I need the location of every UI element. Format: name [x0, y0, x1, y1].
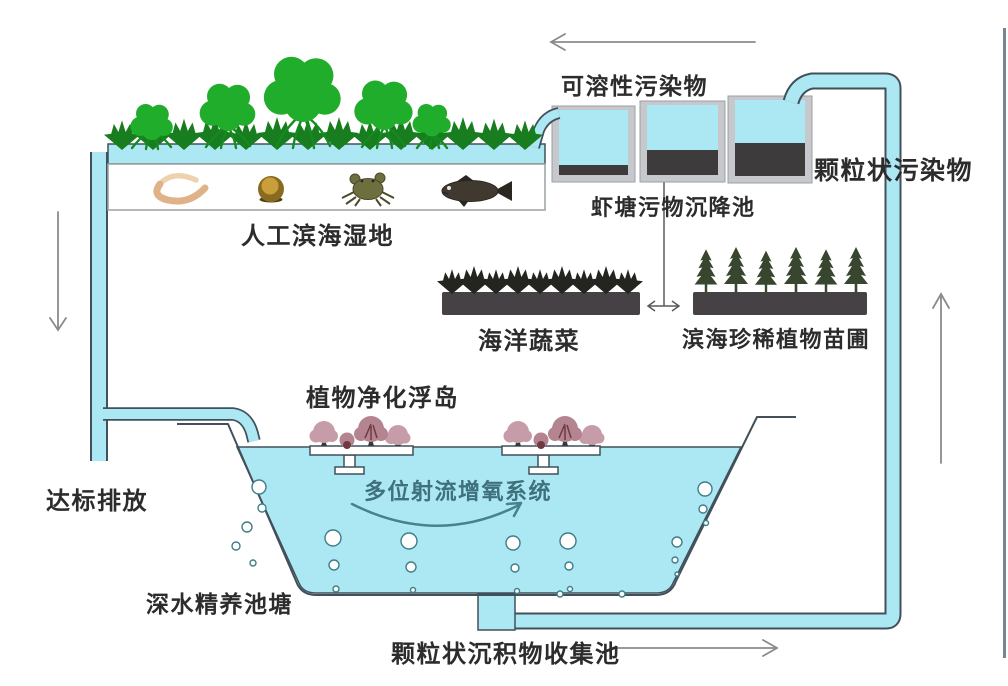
flow-arrows	[49, 33, 950, 657]
image-right-edge	[1003, 28, 1006, 658]
aeration-bubbles	[231, 479, 713, 598]
label-compliant-discharge: 达标排放	[46, 488, 148, 515]
wetland-water-strip	[107, 143, 546, 165]
fish-icon	[441, 175, 512, 207]
artificial-wetland	[104, 56, 561, 211]
aeration-flow-arrow	[350, 501, 523, 527]
label-purification-island: 植物净化浮岛	[306, 385, 459, 412]
bottom-right-flow-arrow	[616, 639, 779, 657]
worm-icon	[153, 173, 209, 205]
settling-tank-3	[727, 95, 813, 184]
left-discharge-pipe	[90, 152, 261, 461]
label-rare-plant-nursery: 滨海珍稀植物苗圃	[682, 327, 871, 352]
left-down-flow-arrow	[49, 211, 67, 332]
label-marine-vegetables: 海洋蔬菜	[478, 328, 580, 355]
label-deepwater-pond: 深水精养池塘	[146, 591, 293, 617]
floating-island-2	[501, 416, 605, 475]
mangrove-trees	[130, 56, 451, 151]
deepwater-pond	[177, 416, 796, 598]
pond-rim	[177, 416, 796, 596]
pond-water	[235, 446, 743, 594]
floating-island-1	[309, 416, 414, 475]
crab-icon	[341, 172, 395, 207]
right-riser-and-collection-pipe	[514, 72, 902, 630]
top-left-flow-arrow	[549, 33, 756, 51]
label-jet-aeration-system: 多位射流增氧系统	[364, 479, 553, 504]
label-soluble-pollutants: 可溶性污染物	[561, 73, 708, 99]
beds-exchange-arrow	[646, 300, 681, 312]
settling-tank-2	[639, 100, 726, 183]
right-up-flow-arrow	[932, 292, 950, 464]
rare-plant-nursery-bed	[693, 247, 868, 315]
label-sediment-collection-pond: 颗粒状沉积物收集池	[391, 641, 621, 668]
pond-bottom-outlet	[477, 593, 516, 631]
label-granular-pollutants: 颗粒状污染物	[814, 157, 974, 185]
snail-icon	[258, 176, 284, 203]
label-settling-pond: 虾塘污物沉降池	[591, 195, 756, 220]
label-artificial-wetland: 人工滨海湿地	[241, 223, 394, 250]
settling-tank-1	[551, 105, 636, 183]
tank-to-wetland-pipe	[528, 107, 561, 149]
marine-vegetable-bed	[437, 265, 643, 315]
